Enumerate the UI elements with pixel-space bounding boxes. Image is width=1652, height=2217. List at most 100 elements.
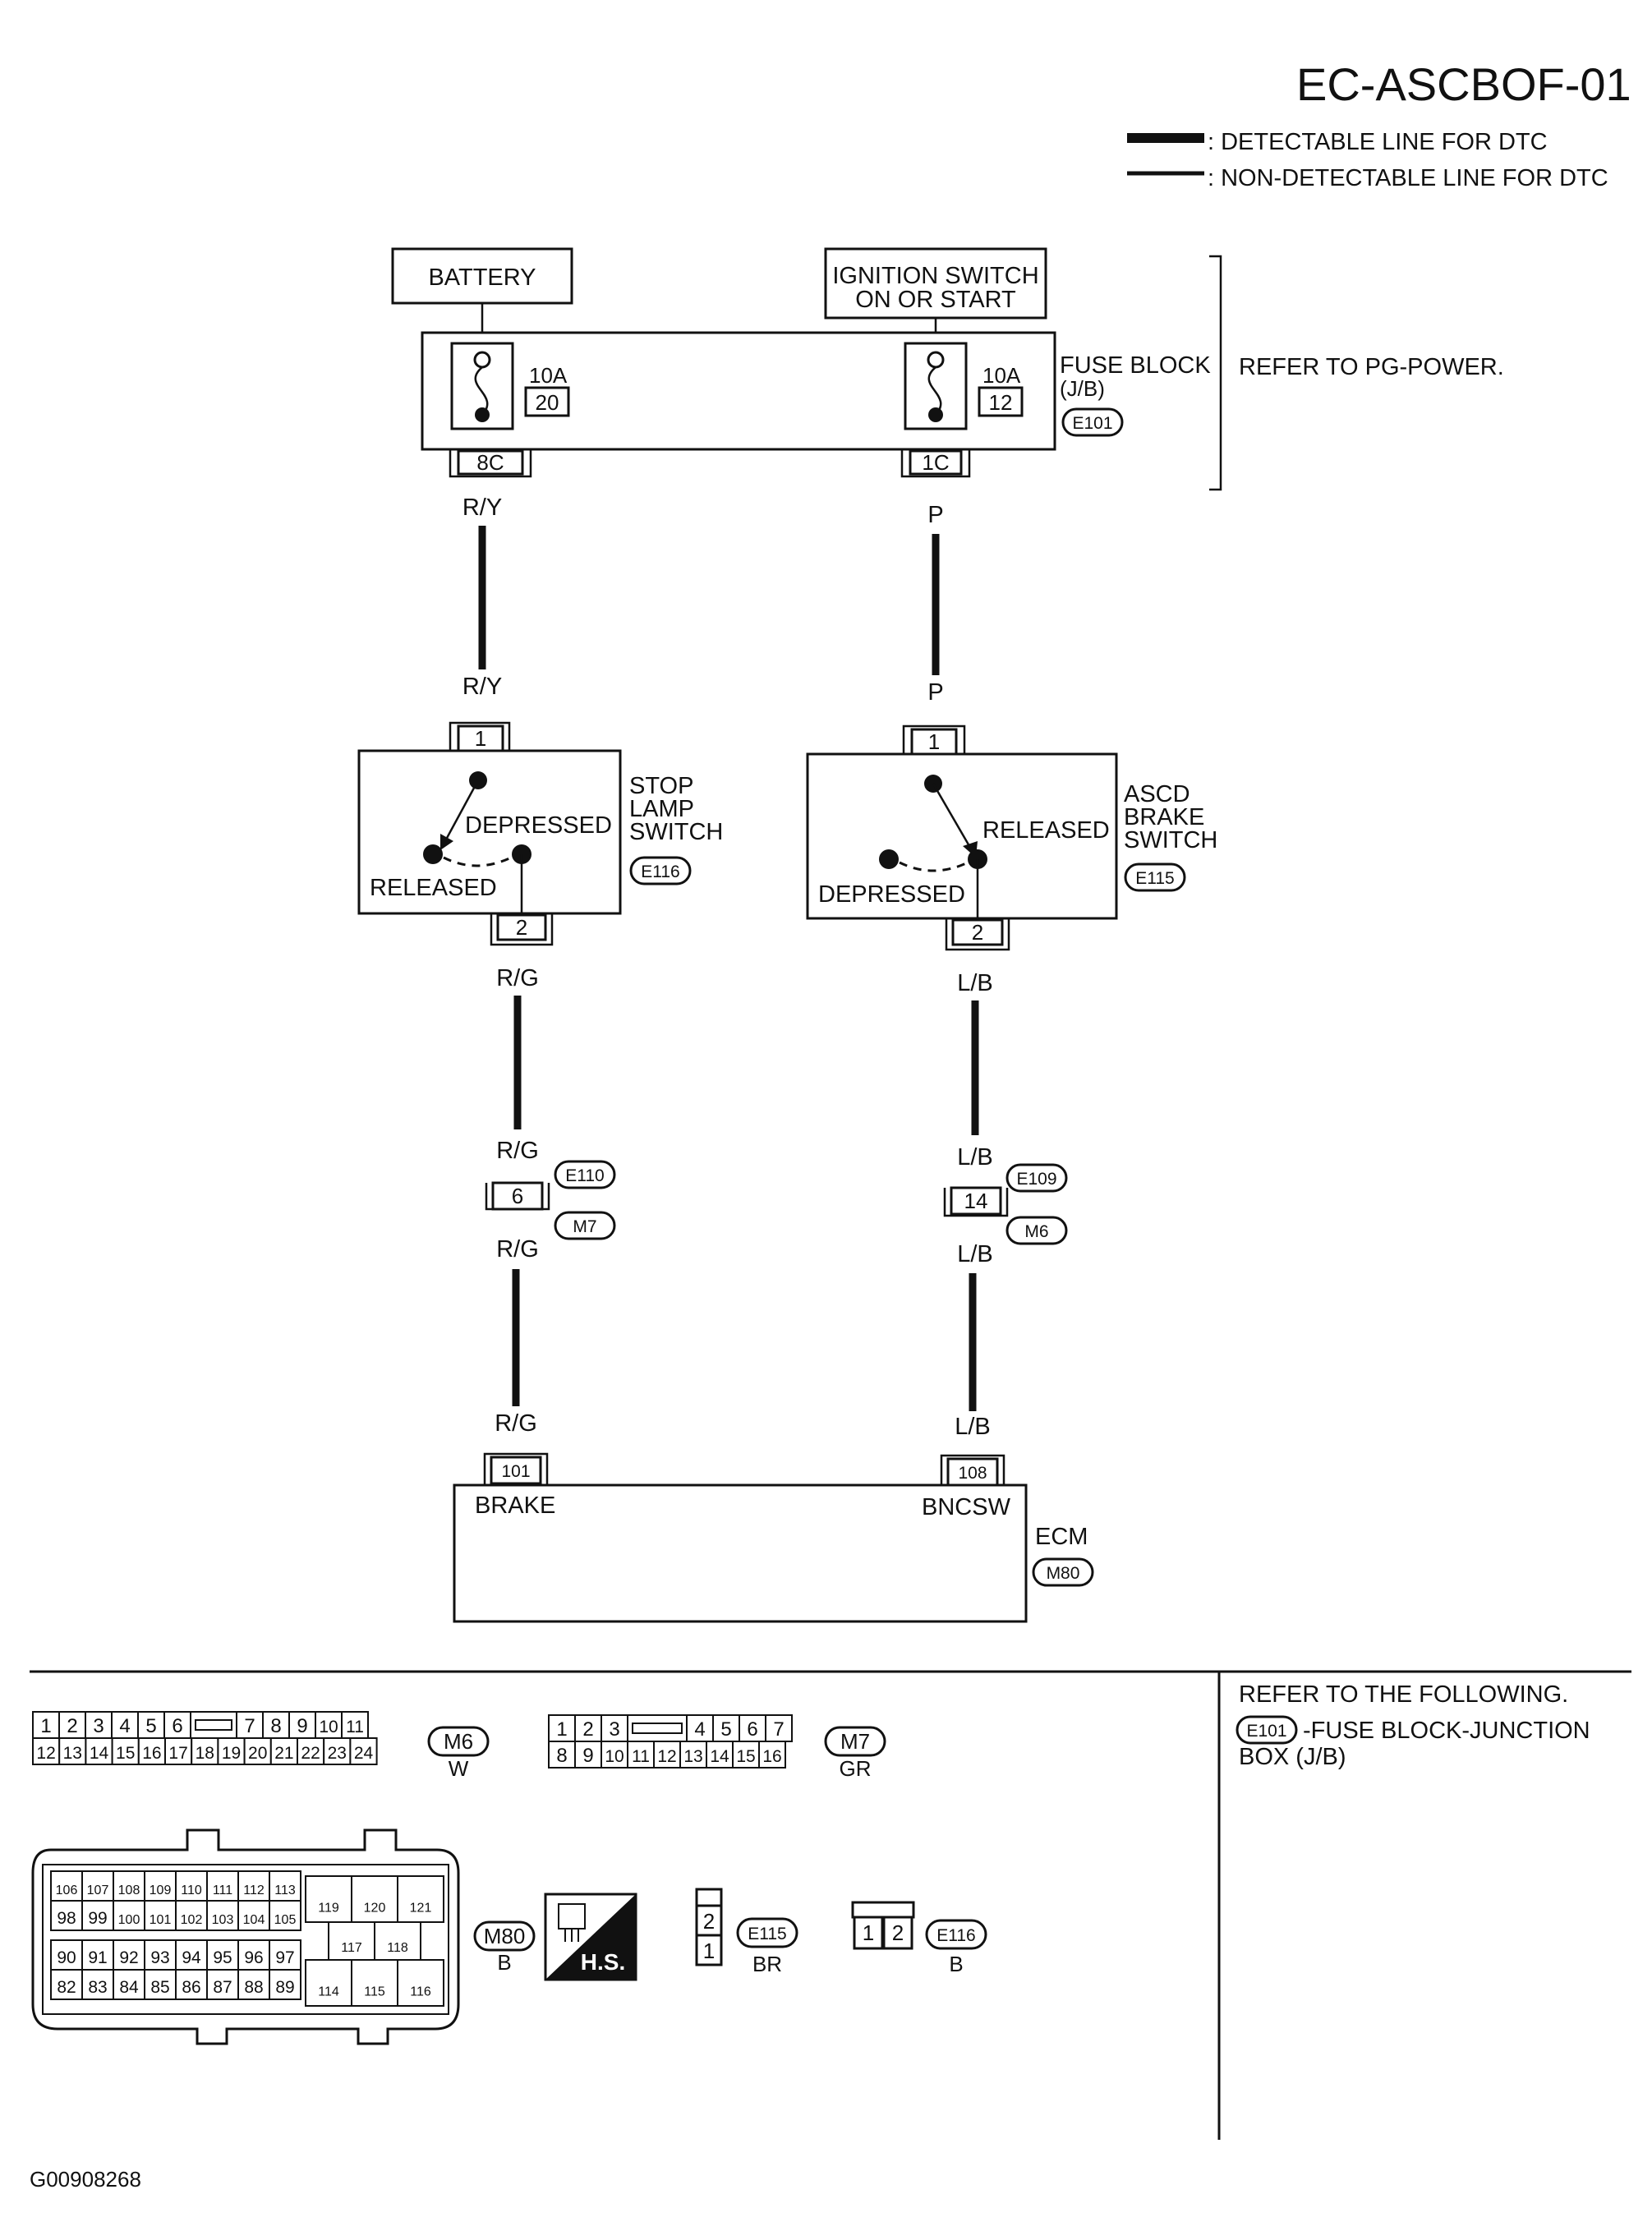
e116-pin-2: 2 [892,1920,904,1945]
reference-line-1: REFER TO THE FOLLOWING. [1239,1681,1568,1708]
wire-left-mid-2: R/G [496,1138,539,1164]
m80-color: B [497,1950,511,1975]
fuse-block-label-1: FUSE BLOCK [1060,352,1211,379]
ecm-terminal-bncsw: BNCSW [922,1494,1011,1520]
figure-id: G00908268 [30,2167,141,2192]
ecm-name: ECM [1035,1524,1088,1550]
wire-right-mid-3: L/B [957,1241,993,1267]
m80-pin-116-cell [397,1959,444,2007]
m80-pin-108-label: 108 [118,1884,140,1897]
ecm-pin-108: 108 [958,1464,987,1483]
m80-pin-93-label: 93 [150,1948,169,1967]
m80-pin-98-label: 98 [57,1909,76,1928]
m6-pin-3-cell [85,1711,113,1739]
m80-pin-100-cell [113,1900,145,1931]
m7-pin-14-label: 14 [710,1747,729,1766]
fuse-block-label-2: (J/B) [1060,376,1105,401]
m6-pin-8-label: 8 [270,1715,281,1737]
wire-left-mid-4: R/G [495,1410,537,1437]
m80-pin-109-label: 109 [150,1884,172,1897]
e116-pin-1: 1 [863,1920,874,1945]
ascd-connector: E115 [1135,869,1175,888]
m80-pin-94-label: 94 [182,1948,201,1967]
m6-pin-19-label: 19 [222,1744,241,1763]
m80-pin-107-label: 107 [87,1884,109,1897]
m6-pin-1-label: 1 [40,1715,51,1737]
m80-pin-121-label: 121 [410,1902,432,1916]
m80-pin-120-cell [351,1875,398,1923]
m80-pin-82-cell [50,1969,83,2000]
m80-pin-101-label: 101 [150,1913,172,1927]
m80-pin-119-label: 119 [318,1902,339,1916]
reference-line-2: -FUSE BLOCK-JUNCTION [1303,1718,1590,1744]
m80-pin-83-label: 83 [88,1978,107,1997]
m80-pin-84-label: 84 [119,1978,139,1997]
fuse-left-number: 20 [536,390,559,415]
joint-left-pin: 6 [512,1184,523,1208]
m7-pin-1-label: 1 [556,1718,567,1741]
connector-e115-view: 2 1 E115 BR [695,1888,798,1976]
m80-pin-88-label: 88 [244,1978,263,1997]
m6-pin-16-label: 16 [142,1744,161,1763]
stop-lamp-switch-box [357,749,622,915]
m80-pin-91-cell [81,1939,114,1971]
m6-pin-13-label: 13 [63,1744,82,1763]
wire-right-top-lower: P [927,679,943,706]
m80-pin-110-label: 110 [181,1884,202,1897]
m6-id: M6 [444,1729,473,1754]
m7-pin-10-label: 10 [605,1747,624,1766]
fuse-right-number: 12 [989,390,1013,415]
m6-pin-6-cell [163,1711,191,1739]
m80-pin-90-cell [50,1939,83,1971]
m80-pin-102-cell [175,1900,208,1931]
m80-pin-121-cell [397,1875,444,1923]
m80-pin-89-label: 89 [275,1978,294,1997]
m7-pin-12-label: 12 [657,1747,676,1766]
stop-lamp-depressed: DEPRESSED [465,812,612,839]
m6-pin-18-label: 18 [196,1744,214,1763]
m6-pin-21-label: 21 [274,1744,293,1763]
reference-line-3: BOX (J/B) [1239,1744,1346,1770]
m7-pin-2-label: 2 [582,1718,593,1741]
diagram-code: EC-ASCBOF-01 [1296,58,1631,110]
wire-left-top-upper: R/Y [462,494,502,521]
m7-pin-16-cell [758,1741,786,1769]
m80-pin-117-label: 117 [341,1941,362,1955]
m7-pin-3-label: 3 [609,1718,619,1741]
wire-left-top-lower: R/Y [462,674,502,700]
m80-pin-112-label: 112 [243,1884,265,1897]
m6-pin-24-label: 24 [354,1744,374,1763]
m6-pin-22-cell [297,1737,325,1765]
m6-pin-key-key [195,1719,232,1731]
m80-pin-96-cell [237,1939,270,1971]
m80-pin-90-label: 90 [57,1948,76,1967]
battery-label: BATTERY [428,264,536,291]
fuse-right-amp: 10A [982,363,1021,388]
m80-pin-100-label: 100 [118,1913,140,1927]
m80-pin-115-label: 115 [364,1985,385,1999]
m7-pin-16-label: 16 [762,1747,781,1766]
m7-id: M7 [840,1729,870,1754]
m6-pin-11-label: 11 [346,1718,364,1736]
m80-pin-86-label: 86 [182,1978,200,1997]
m6-pin-20-cell [243,1737,272,1765]
m6-pin-23-label: 23 [328,1744,347,1763]
m80-pin-87-cell [206,1969,239,2000]
wire-right-top-upper: P [927,502,943,528]
m80-pin-105-cell [269,1900,301,1931]
m6-pin-4-label: 4 [119,1715,130,1737]
m80-pin-83-cell [81,1969,114,2000]
m6-pin-22-label: 22 [301,1744,320,1763]
e115-pin-2: 2 [703,1909,715,1934]
m80-pin-118-label: 118 [387,1941,408,1955]
m7-pin-6-label: 6 [747,1718,757,1741]
ascd-name-1: ASCD [1124,781,1190,807]
e115-id: E115 [748,1925,787,1943]
m6-pin-21-cell [269,1737,298,1765]
m80-pin-108-cell [113,1870,145,1902]
m80-pin-96-label: 96 [244,1948,263,1967]
m7-pin-7-label: 7 [773,1718,784,1741]
m7-pin-key-key [632,1723,683,1734]
